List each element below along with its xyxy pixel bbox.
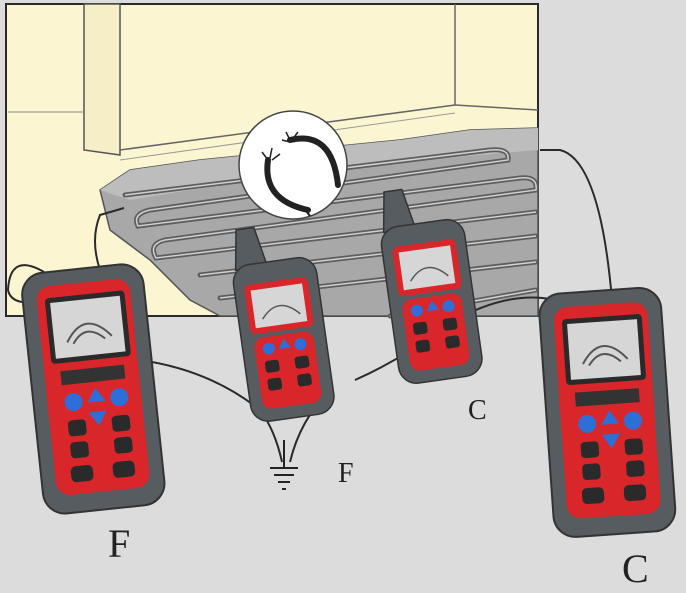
label-clamp-right: C bbox=[468, 395, 487, 426]
label-clamp-left: F bbox=[338, 458, 354, 489]
clamp-meter-right bbox=[380, 188, 483, 384]
label-right-device: C bbox=[622, 546, 649, 591]
broken-wire-icon bbox=[238, 110, 348, 220]
label-left-device: F bbox=[108, 521, 131, 566]
ground-symbol-icon bbox=[270, 440, 298, 490]
tester-device-right bbox=[538, 286, 677, 538]
tester-device-left bbox=[21, 263, 166, 515]
pillar bbox=[83, 3, 121, 156]
clamp-meter-left bbox=[232, 226, 335, 422]
